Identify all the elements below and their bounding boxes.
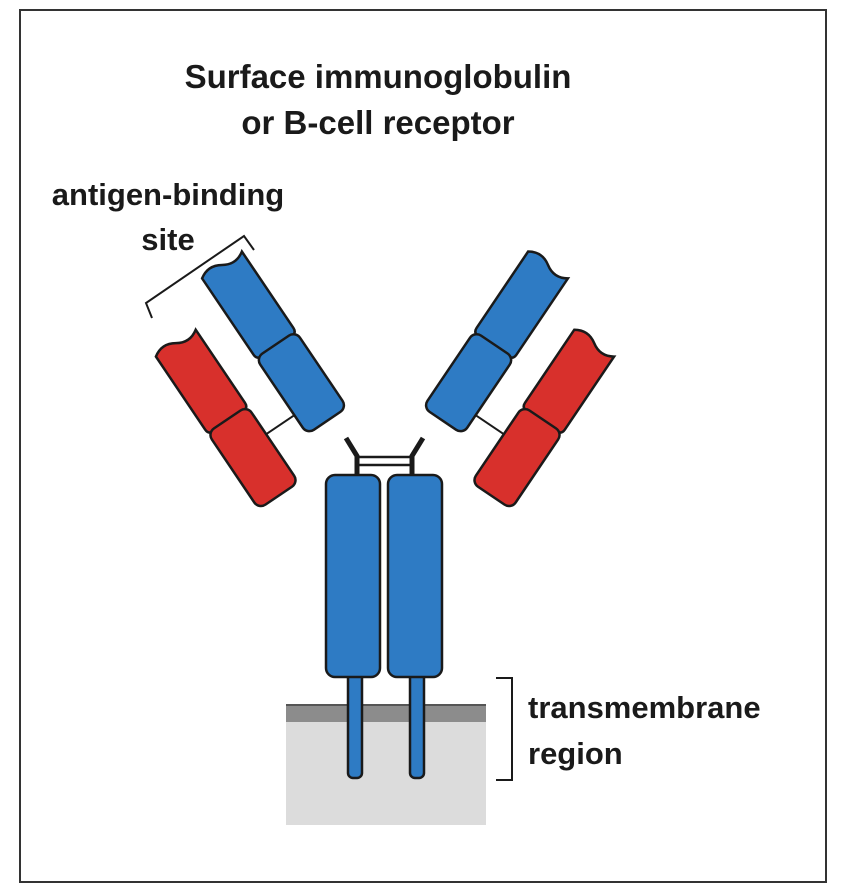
antigen-binding-bracket bbox=[144, 234, 255, 319]
membrane-band bbox=[286, 705, 486, 722]
right-light-chain bbox=[473, 328, 617, 508]
title-line-2: or B-cell receptor bbox=[241, 104, 514, 141]
title-line-1: Surface immunoglobulin bbox=[185, 58, 572, 95]
right-heavy-chain-fab bbox=[424, 250, 571, 433]
antigen-binding-label-line-1: antigen-binding bbox=[52, 177, 284, 212]
hinge-right bbox=[409, 436, 426, 478]
antigen-binding-label-line-2: site bbox=[141, 222, 194, 257]
heavy-chain-tail-left bbox=[346, 668, 364, 780]
left-arm-interchain-link bbox=[265, 414, 295, 436]
left-light-chain bbox=[154, 327, 297, 508]
transmembrane-bracket bbox=[496, 677, 513, 781]
transmembrane-label-line-2: region bbox=[528, 736, 623, 771]
left-heavy-chain-fab bbox=[200, 248, 346, 433]
right-arm-interchain-link bbox=[475, 414, 505, 436]
hinge-left bbox=[343, 436, 360, 478]
right-heavy-constant-domain bbox=[424, 332, 513, 433]
left-heavy-constant-domain bbox=[257, 332, 346, 433]
heavy-chain-stem-right bbox=[386, 473, 444, 679]
heavy-chain-tail-right bbox=[408, 668, 426, 780]
cytoplasm-region bbox=[286, 722, 486, 825]
left-light-constant-domain bbox=[209, 407, 297, 508]
right-arm bbox=[424, 250, 617, 508]
left-arm bbox=[154, 248, 346, 508]
heavy-chain-stem-left bbox=[324, 473, 382, 679]
right-light-constant-domain bbox=[473, 407, 561, 508]
diagram-frame bbox=[19, 9, 827, 883]
transmembrane-label-line-1: transmembrane bbox=[528, 690, 761, 725]
